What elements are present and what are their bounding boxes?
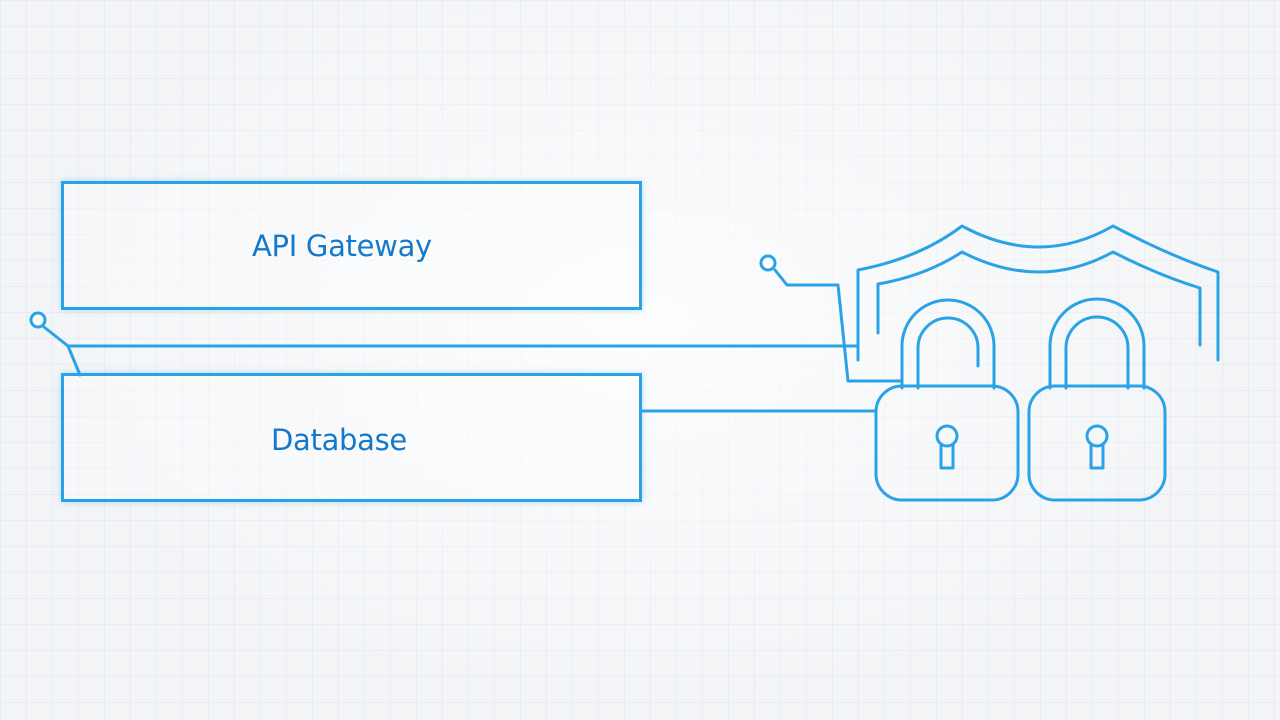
database-node (61, 373, 642, 502)
connector-line (773, 268, 902, 383)
node-dot-icon (759, 254, 777, 272)
database-label: Database (271, 423, 407, 457)
api-gateway-label: API Gateway (252, 229, 432, 263)
node-dot-icon (29, 311, 47, 329)
padlock-icon (1027, 297, 1167, 502)
padlock-icon (874, 298, 1020, 502)
shield-icon (856, 224, 1220, 362)
api-gateway-node (61, 181, 642, 310)
connector-line (66, 344, 82, 377)
connector-line (42, 325, 860, 348)
